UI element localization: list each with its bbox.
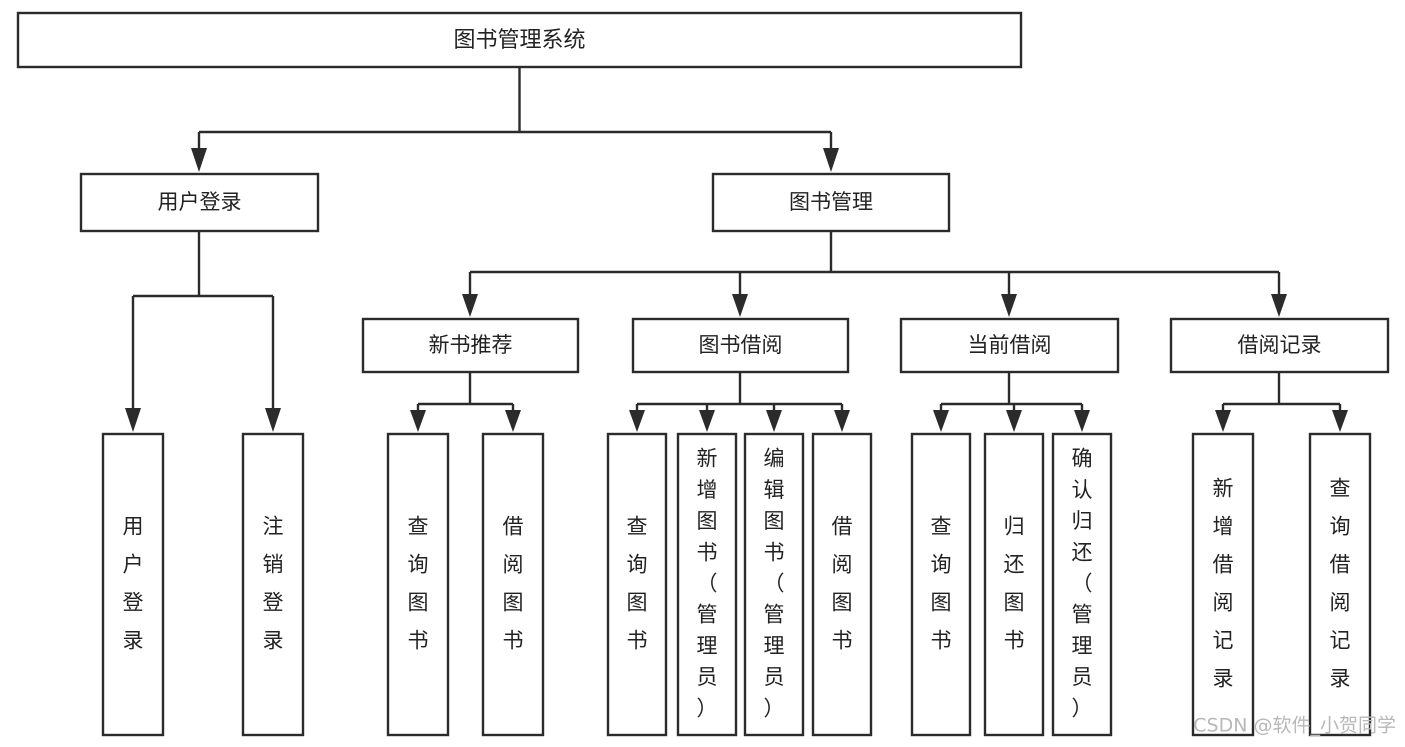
arrow-head-borrow-record <box>1271 294 1287 317</box>
leaf-node-borrow-query-book[interactable]: 查询图书 <box>606 432 668 737</box>
node-book-borrow-box <box>631 317 850 374</box>
leaf-node-current-query-book[interactable]: 查询图书 <box>910 432 972 737</box>
node-root-system[interactable]: 图书管理系统 <box>16 11 1023 69</box>
arrow-head-new-book-recommend <box>462 294 478 317</box>
leaf-node-borrow-add-book-admin-box <box>676 432 738 737</box>
arrow-head-recommend-leaf-1 <box>410 410 426 432</box>
leaf-node-label: 借阅图书 <box>503 515 524 653</box>
node-new-book-recommend[interactable]: 新书推荐 <box>361 317 580 374</box>
node-current-borrow-label: 当前借阅 <box>968 333 1052 357</box>
leaf-node-borrow-edit-book-admin[interactable]: 编辑图书（管理员） <box>743 432 805 737</box>
leaf-node-borrow-add-book-admin[interactable]: 新增图书（管理员） <box>676 432 738 737</box>
leaf-nodes-group: 用户登录 注销登录 查询图书 借阅图书 查询图书 新增图书（管理员） 编辑图书（… <box>101 432 1372 737</box>
leaf-node-record-query-record-box <box>1308 432 1372 737</box>
node-borrow-record-label: 借阅记录 <box>1238 333 1322 357</box>
leaf-node-borrow-edit-book-admin-box <box>743 432 805 737</box>
node-book-borrow-label: 图书借阅 <box>699 333 783 357</box>
leaf-node-label: 查询图书 <box>627 515 648 653</box>
leaf-node-recommend-query-book-box <box>386 432 450 737</box>
arrow-head-current-borrow <box>1001 294 1017 317</box>
leaf-node-record-add-record-box <box>1191 432 1255 737</box>
leaf-node-label: 查询图书 <box>931 515 952 653</box>
leaf-node-label: 注销登录 <box>263 515 284 653</box>
arrow-head-book-borrow <box>732 294 748 317</box>
leaf-node-logout[interactable]: 注销登录 <box>241 432 305 737</box>
arrow-head-leaf-logout <box>265 408 281 432</box>
leaf-node-label: 查询借阅记录 <box>1330 477 1351 691</box>
node-borrow-record-box <box>1169 317 1390 374</box>
leaf-node-label: 查询图书 <box>408 515 429 653</box>
node-current-borrow[interactable]: 当前借阅 <box>899 317 1120 374</box>
arrow-head-borrow-leaf-1 <box>629 410 645 432</box>
leaf-node-borrow-borrow-book-box <box>811 432 873 737</box>
arrow-head-record-leaf-1 <box>1215 410 1231 432</box>
node-new-book-recommend-label: 新书推荐 <box>429 333 513 357</box>
leaf-node-current-confirm-return-admin[interactable]: 确认归还（管理员） <box>1051 432 1113 737</box>
node-user-login[interactable]: 用户登录 <box>79 172 320 233</box>
leaf-node-label: 新增借阅记录 <box>1213 477 1234 691</box>
leaf-node-label: 编辑图书（管理员） <box>764 447 785 721</box>
leaf-node-current-return-book[interactable]: 归还图书 <box>983 432 1045 737</box>
leaf-node-borrow-borrow-book[interactable]: 借阅图书 <box>811 432 873 737</box>
leaf-node-label: 归还图书 <box>1004 515 1025 653</box>
leaf-node-recommend-query-book[interactable]: 查询图书 <box>386 432 450 737</box>
arrow-head-current-leaf-1 <box>933 410 949 432</box>
arrow-head-user-login <box>191 148 207 172</box>
leaf-node-current-confirm-return-admin-box <box>1051 432 1113 737</box>
leaf-node-record-query-record[interactable]: 查询借阅记录 <box>1308 432 1372 737</box>
arrow-head-leaf-user-login <box>125 408 141 432</box>
leaf-node-recommend-borrow-book[interactable]: 借阅图书 <box>481 432 545 737</box>
connectors-group <box>125 68 1348 432</box>
arrow-head-borrow-leaf-4 <box>834 410 850 432</box>
node-current-borrow-box <box>899 317 1120 374</box>
leaf-node-label: 用户登录 <box>123 515 144 653</box>
node-book-borrow[interactable]: 图书借阅 <box>631 317 850 374</box>
arrow-head-recommend-leaf-2 <box>505 410 521 432</box>
csdn-watermark: CSDN @软件_小贺同学 <box>1193 715 1396 737</box>
leaf-node-recommend-borrow-book-box <box>481 432 545 737</box>
leaf-node-record-add-record[interactable]: 新增借阅记录 <box>1191 432 1255 737</box>
arrow-head-borrow-leaf-2 <box>699 410 715 432</box>
arrow-head-current-leaf-3 <box>1074 410 1090 432</box>
node-user-login-box <box>79 172 320 233</box>
node-root-system-box <box>16 11 1023 69</box>
leaf-node-user-login[interactable]: 用户登录 <box>101 432 165 737</box>
leaf-node-logout-box <box>241 432 305 737</box>
leaf-node-user-login-box <box>101 432 165 737</box>
leaf-node-current-return-book-box <box>983 432 1045 737</box>
leaf-node-borrow-query-book-box <box>606 432 668 737</box>
leaf-node-current-query-book-box <box>910 432 972 737</box>
node-new-book-recommend-box <box>361 317 580 374</box>
node-book-manage-box <box>711 172 951 233</box>
leaf-node-label: 新增图书（管理员） <box>697 447 718 721</box>
node-book-manage-label: 图书管理 <box>789 190 873 214</box>
node-book-manage[interactable]: 图书管理 <box>711 172 951 233</box>
leaf-node-label: 确认归还（管理员） <box>1072 447 1093 721</box>
leaf-node-label: 借阅图书 <box>832 515 853 653</box>
arrow-head-book-manage <box>823 148 839 172</box>
node-user-login-label: 用户登录 <box>158 190 242 214</box>
arrow-head-record-leaf-2 <box>1332 410 1348 432</box>
node-root-system-label: 图书管理系统 <box>453 28 585 53</box>
arrow-head-borrow-leaf-3 <box>766 410 782 432</box>
node-borrow-record[interactable]: 借阅记录 <box>1169 317 1390 374</box>
arrow-head-current-leaf-2 <box>1006 410 1022 432</box>
